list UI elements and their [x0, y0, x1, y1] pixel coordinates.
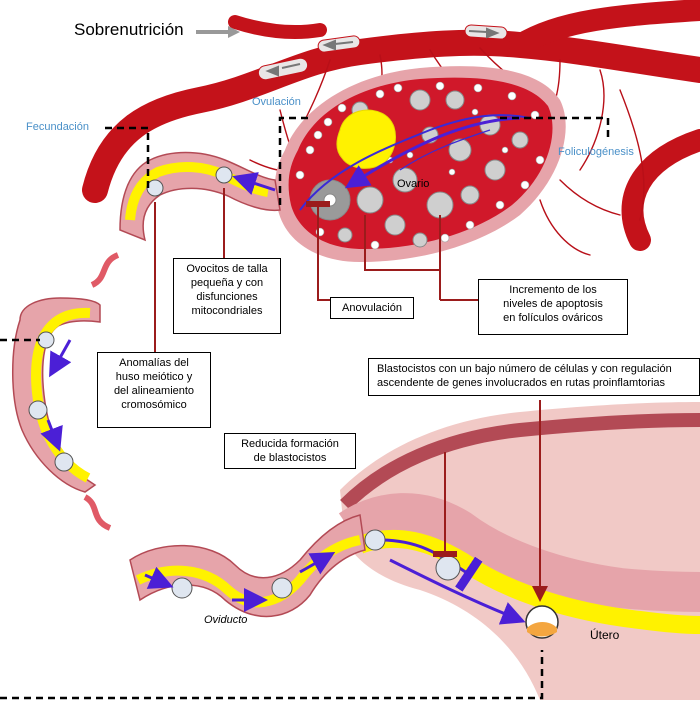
embryo-icon [171, 577, 193, 599]
overnutrition-arrow-icon [196, 26, 240, 38]
embryo-icon [364, 529, 386, 551]
callout-anovulation: Anovulación [330, 297, 414, 319]
folliculogenesis-label: Foliculogénesis [558, 146, 634, 158]
ovulation-label: Ovulación [252, 96, 301, 108]
overnutrition-title: Sobrenutrición [74, 20, 184, 39]
annotation-lines [154, 188, 548, 602]
fertilization-label: Fecundación [26, 121, 89, 133]
callout-blastocyst-cells: Blastocistos con un bajo número de célul… [368, 358, 700, 396]
embryo-icon [37, 331, 55, 349]
ovary-label: Ovario [397, 178, 430, 190]
blastocyst-icon [525, 605, 559, 639]
callout-apoptosis: Incremento de los niveles de apoptosis e… [478, 279, 628, 335]
embryo-icon [28, 400, 48, 420]
embryo-icon [271, 577, 293, 599]
dashed-connectors [0, 116, 610, 700]
callout-blastocyst-formation: Reducida formación de blastocistos [224, 433, 356, 469]
oviduct-label: Oviducto [204, 614, 248, 626]
oviduct-lower [129, 514, 366, 618]
vessel-flow-arrows [257, 24, 508, 81]
oviduct-left [11, 297, 112, 531]
uterus-label: Útero [590, 628, 620, 642]
callout-spindle: Anomalías del huso meiótico y del alinea… [97, 352, 211, 428]
oocyte-icon [146, 179, 164, 197]
oviduct-upper [90, 151, 281, 288]
embryo-icon [54, 452, 74, 472]
ovary [274, 66, 566, 262]
uterus [338, 402, 700, 700]
oocyte-icon [215, 166, 233, 184]
callout-oocytes: Ovocitos de talla pequeña y con disfunci… [173, 258, 281, 334]
corpus-luteum-icon [336, 109, 396, 169]
blastocyst-icon [435, 555, 461, 581]
